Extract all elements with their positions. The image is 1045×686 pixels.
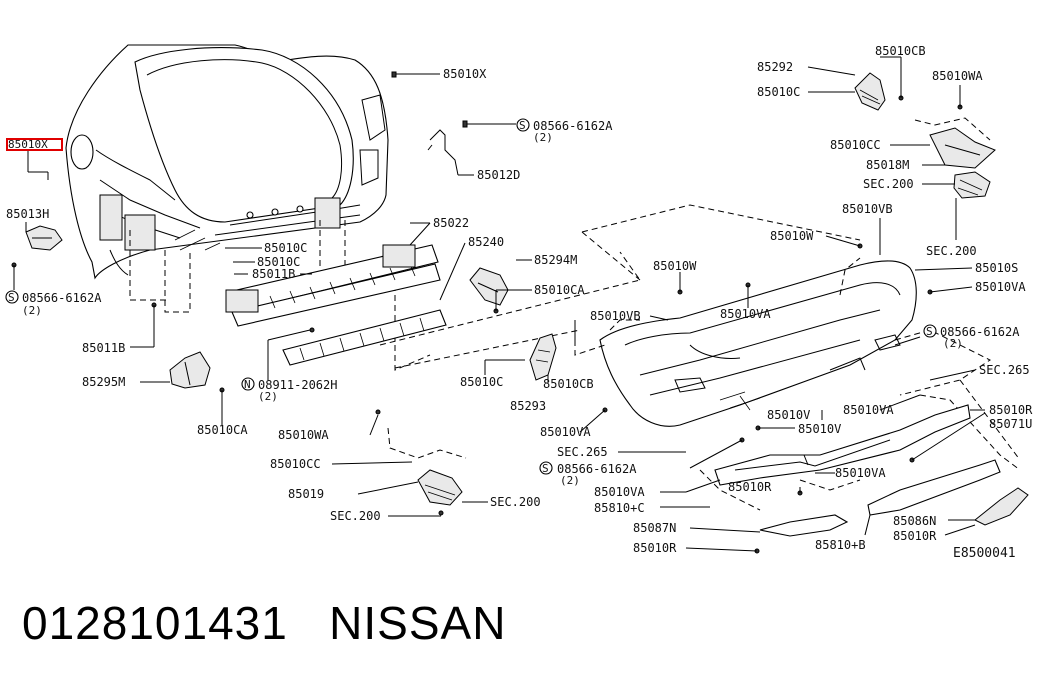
label-SEC200-c[interactable]: SEC.200	[926, 244, 977, 258]
label-85010S[interactable]: 85010S	[975, 261, 1018, 275]
svg-text:S: S	[8, 291, 15, 304]
screw-symbol-left: S	[5, 290, 19, 304]
label-qty-right: (2)	[943, 337, 963, 350]
label-85071U[interactable]: 85071U	[989, 417, 1032, 431]
diagram-code: E8500041	[953, 546, 1016, 561]
label-85293[interactable]: 85293	[510, 399, 546, 413]
vehicle-rear-body	[65, 44, 389, 280]
label-qty-left: (2)	[22, 304, 42, 317]
label-85010WA-low[interactable]: 85010WA	[278, 428, 329, 442]
fastener-85010X-top	[391, 71, 397, 78]
label-85010C-c[interactable]: 85010C	[460, 375, 503, 389]
label-85010VA-e[interactable]: 85010VA	[843, 403, 894, 417]
label-85011B-a[interactable]: 85011B	[82, 341, 125, 355]
label-85010R-b[interactable]: 85010R	[728, 480, 772, 494]
label-85010W-b[interactable]: 85010W	[770, 229, 814, 243]
lower-diffuser	[714, 404, 1029, 537]
label-85010X-left[interactable]: 85010X	[8, 138, 48, 151]
label-85010CB-mid[interactable]: 85010CB	[543, 377, 594, 391]
label-85010W-a[interactable]: 85010W	[653, 259, 697, 273]
label-85010CC-low[interactable]: 85010CC	[270, 457, 321, 471]
svg-text:S: S	[519, 119, 526, 132]
label-85010CA-mid[interactable]: 85010CA	[534, 283, 585, 297]
leader-lines	[13, 56, 986, 552]
label-85010VA-d[interactable]: 85010VA	[835, 466, 886, 480]
label-SEC200-b[interactable]: SEC.200	[330, 509, 381, 523]
label-85010VB-a[interactable]: 85010VB	[590, 309, 641, 323]
label-85010VA-f[interactable]: 85010VA	[975, 280, 1026, 294]
label-85011B-b[interactable]: 85011B	[252, 267, 295, 281]
label-85010WA-top[interactable]: 85010WA	[932, 69, 983, 83]
label-85010VB-b[interactable]: 85010VB	[842, 202, 893, 216]
screw-symbol-right: S	[923, 324, 937, 338]
part-caption: 0128101431 NISSAN	[22, 597, 507, 649]
label-85010VA-a[interactable]: 85010VA	[720, 307, 771, 321]
bracket-85293	[529, 333, 557, 381]
svg-text:S: S	[542, 462, 549, 475]
label-85010C-a[interactable]: 85010C	[264, 241, 307, 255]
label-SEC265-a[interactable]: SEC.265	[557, 445, 608, 459]
highlight-box	[6, 138, 63, 151]
label-85810B[interactable]: 85810+B	[815, 538, 866, 552]
bracket-85295M	[169, 351, 225, 393]
label-85010V-a[interactable]: 85010V	[767, 408, 810, 422]
label-85010R-c[interactable]: 85010R	[893, 529, 937, 543]
label-85013H[interactable]: 85013H	[6, 207, 49, 221]
label-08911[interactable]: 08911-2062H	[258, 378, 337, 392]
part-labels: 85010X 85010X 85013H S 08566-6162A (2) 8…	[5, 44, 1033, 561]
label-85010X-top[interactable]: 85010X	[443, 67, 487, 81]
label-SEC200-a[interactable]: SEC.200	[490, 495, 541, 509]
label-qty-08911: (2)	[258, 390, 278, 403]
label-08566-left[interactable]: 08566-6162A	[22, 291, 102, 305]
label-85810C[interactable]: 85810+C	[594, 501, 645, 515]
label-85010CB-top[interactable]: 85010CB	[875, 44, 926, 58]
label-85010V-b[interactable]: 85010V	[798, 422, 841, 436]
absorber-85240	[282, 309, 447, 366]
label-85010R-a[interactable]: 85010R	[633, 541, 677, 555]
bracket-85013H	[11, 225, 63, 268]
label-SEC200-d[interactable]: SEC.200	[863, 177, 914, 191]
label-85010CA-low[interactable]: 85010CA	[197, 423, 248, 437]
label-08566-mid[interactable]: 08566-6162A	[533, 119, 613, 133]
label-85022[interactable]: 85022	[433, 216, 469, 230]
label-85012D[interactable]: 85012D	[477, 168, 520, 182]
label-85240[interactable]: 85240	[468, 235, 504, 249]
label-85010R-d[interactable]: 85010R	[989, 403, 1033, 417]
label-85087N[interactable]: 85087N	[633, 521, 676, 535]
bracket-85018M	[914, 104, 996, 199]
label-85018M[interactable]: 85018M	[866, 158, 909, 172]
label-85010CC-top[interactable]: 85010CC	[830, 138, 881, 152]
label-85019[interactable]: 85019	[288, 487, 324, 501]
clip-85010X	[427, 120, 468, 176]
label-08566-right[interactable]: 08566-6162A	[940, 325, 1020, 339]
label-85086N[interactable]: 85086N	[893, 514, 936, 528]
nut-symbol: N	[241, 377, 255, 391]
bumper-fascia	[599, 260, 917, 427]
label-85294M[interactable]: 85294M	[534, 253, 577, 267]
label-85010VA-b[interactable]: 85010VA	[540, 425, 591, 439]
label-85010C-b[interactable]: 85010C	[257, 255, 300, 269]
label-85292[interactable]: 85292	[757, 60, 793, 74]
label-85010VA-c[interactable]: 85010VA	[594, 485, 645, 499]
label-85295M[interactable]: 85295M	[82, 375, 125, 389]
label-qty-mid: (2)	[533, 131, 553, 144]
screw-symbol-low: S	[539, 461, 553, 475]
svg-text:S: S	[926, 325, 933, 338]
bracket-85292	[854, 72, 904, 111]
screw-symbol-mid: S	[516, 118, 530, 132]
label-85010C-top[interactable]: 85010C	[757, 85, 800, 99]
label-SEC265-b[interactable]: SEC.265	[979, 363, 1030, 377]
label-08566-low[interactable]: 08566-6162A	[557, 462, 637, 476]
svg-text:N: N	[244, 378, 251, 391]
label-qty-low: (2)	[560, 474, 580, 487]
reinforcement-85022	[225, 244, 441, 327]
bracket-85019	[375, 409, 467, 516]
